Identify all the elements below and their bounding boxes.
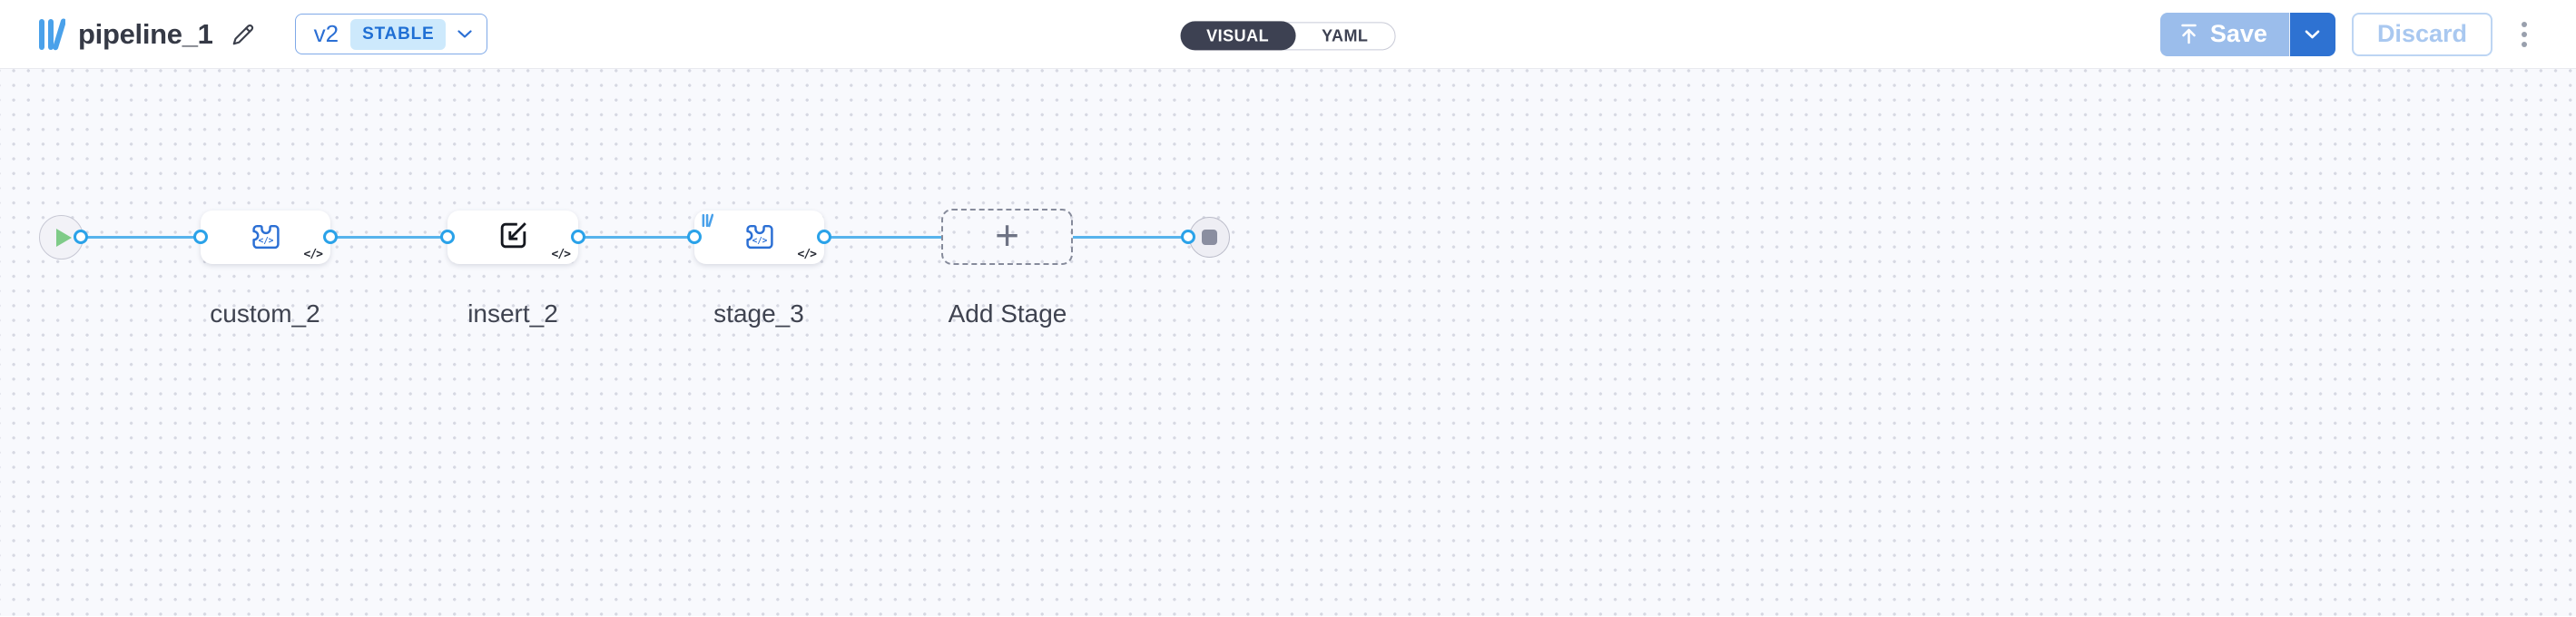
node-insert-2[interactable]: </> bbox=[447, 211, 578, 264]
node-custom-2[interactable]: </> </> bbox=[201, 211, 330, 264]
overflow-menu-button[interactable] bbox=[2516, 16, 2532, 53]
stage-label: custom_2 bbox=[210, 299, 320, 328]
stop-icon bbox=[1202, 230, 1217, 245]
version-status-badge: STABLE bbox=[350, 18, 447, 50]
plus-icon: + bbox=[995, 211, 1019, 259]
pencil-icon bbox=[232, 24, 253, 44]
app-logo-icon bbox=[39, 18, 65, 50]
add-stage-button[interactable]: + bbox=[941, 209, 1073, 265]
code-glyph: </> bbox=[258, 236, 273, 246]
tab-visual[interactable]: VISUAL bbox=[1180, 21, 1296, 51]
edge-connector[interactable] bbox=[440, 230, 455, 244]
function-puzzle-icon: </> bbox=[745, 224, 773, 250]
edge-connector[interactable] bbox=[687, 230, 702, 244]
play-icon bbox=[55, 228, 72, 247]
stage-label: insert_2 bbox=[467, 299, 558, 328]
pipeline-edge bbox=[824, 236, 941, 239]
stage-label: stage_3 bbox=[713, 299, 804, 328]
tab-yaml[interactable]: YAML bbox=[1295, 23, 1394, 49]
edge-connector[interactable] bbox=[571, 230, 585, 244]
kebab-dot bbox=[2522, 31, 2527, 37]
save-button-label: Save bbox=[2209, 20, 2267, 47]
version-selector[interactable]: v2 STABLE bbox=[294, 14, 488, 54]
import-icon bbox=[500, 222, 526, 249]
pipeline-edge bbox=[330, 236, 447, 239]
edge-connector[interactable] bbox=[323, 230, 338, 244]
code-function-badge: </> bbox=[303, 248, 324, 261]
code-function-badge: </> bbox=[551, 248, 572, 261]
pipeline-canvas[interactable]: </> </> </> </> </> bbox=[0, 69, 2576, 616]
save-options-dropdown[interactable] bbox=[2289, 12, 2335, 56]
view-mode-toggle: VISUAL YAML bbox=[1180, 21, 1396, 51]
pipeline-edge bbox=[1073, 236, 1188, 239]
header-left: pipeline_1 v2 STABLE bbox=[38, 14, 488, 54]
stage-label: Add Stage bbox=[948, 299, 1067, 328]
pipeline-edge bbox=[578, 236, 694, 239]
code-function-badge: </> bbox=[797, 248, 818, 261]
discard-button[interactable]: Discard bbox=[2351, 12, 2492, 56]
kebab-dot bbox=[2522, 21, 2527, 27]
save-button[interactable]: Save bbox=[2159, 12, 2290, 56]
save-split-button: Save bbox=[2159, 12, 2335, 56]
edit-title-button[interactable] bbox=[230, 21, 257, 48]
kebab-dot bbox=[2522, 41, 2527, 47]
edge-connector[interactable] bbox=[1181, 230, 1195, 244]
function-puzzle-icon: </> bbox=[251, 224, 280, 250]
header-actions: Save Discard bbox=[2159, 12, 2532, 56]
edge-connector[interactable] bbox=[74, 230, 88, 244]
code-glyph: </> bbox=[752, 236, 767, 246]
version-label: v2 bbox=[313, 20, 339, 47]
page-title: pipeline_1 bbox=[78, 17, 213, 50]
upload-icon bbox=[2181, 24, 2197, 44]
header-bar: pipeline_1 v2 STABLE VISUAL YAML bbox=[0, 0, 2576, 69]
pipeline-edge bbox=[81, 236, 201, 239]
edge-connector[interactable] bbox=[817, 230, 831, 244]
node-stage-3[interactable]: </> </> bbox=[694, 211, 824, 264]
chevron-down-icon bbox=[2306, 30, 2320, 38]
edge-connector[interactable] bbox=[193, 230, 208, 244]
chevron-down-icon bbox=[457, 30, 473, 38]
library-mark-icon bbox=[702, 213, 713, 228]
